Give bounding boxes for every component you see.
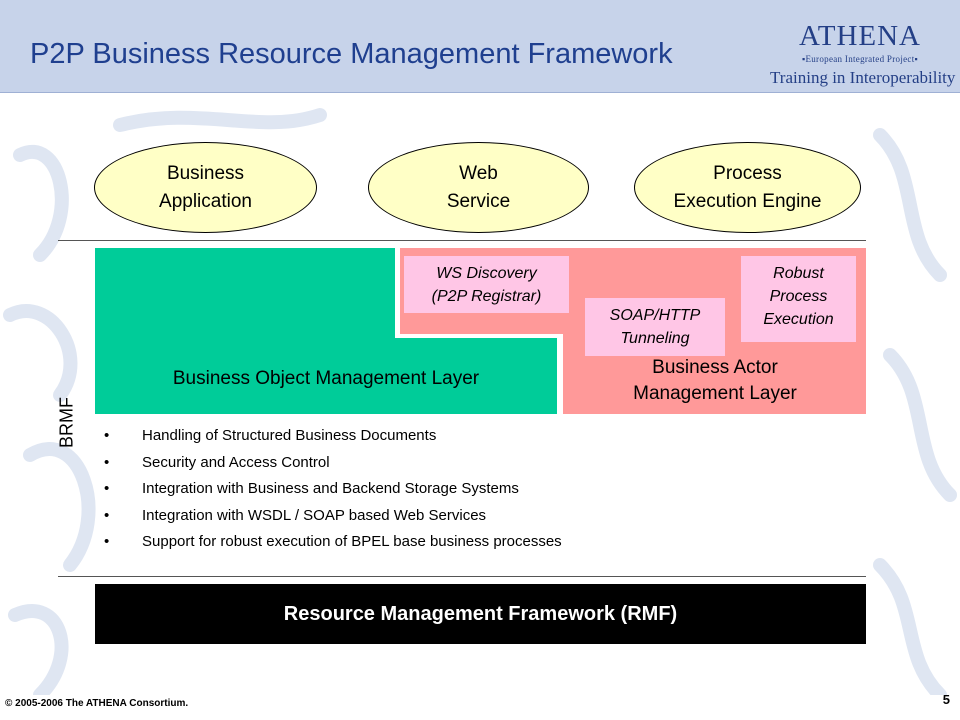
header-bar bbox=[0, 0, 960, 93]
top-divider bbox=[58, 240, 866, 241]
business-object-layer-label: Business Object Management Layer bbox=[172, 368, 480, 389]
logo-tagline: Training in Interoperability bbox=[770, 68, 956, 87]
slide-title: P2P Business Resource Management Framewo… bbox=[30, 38, 673, 70]
list-item: •Handling of Structured Business Documen… bbox=[104, 427, 437, 444]
athena-logo: ATHENA ▪European Integrated Project▪ Tra… bbox=[770, 18, 956, 92]
soap-http-tunneling-box: SOAP/HTTP Tunneling bbox=[585, 298, 725, 356]
rmf-box: Resource Management Framework (RMF) bbox=[95, 584, 866, 644]
list-item: •Security and Access Control bbox=[104, 453, 330, 471]
page-number: 5 bbox=[942, 692, 950, 707]
logo-name: ATHENA bbox=[799, 20, 921, 52]
business-object-layer bbox=[95, 248, 557, 414]
feature-list: •Handling of Structured Business Documen… bbox=[104, 423, 804, 556]
bottom-divider bbox=[58, 576, 866, 577]
web-service-oval: Web Service bbox=[368, 142, 589, 233]
business-application-oval: Business Application bbox=[94, 142, 317, 233]
logo-subtitle: ▪European Integrated Project▪ bbox=[801, 54, 919, 64]
brmf-label: BRMF bbox=[56, 397, 77, 448]
list-item: •Support for robust execution of BPEL ba… bbox=[104, 533, 562, 550]
list-item: •Integration with Business and Backend S… bbox=[104, 480, 519, 497]
ws-discovery-box: WS Discovery (P2P Registrar) bbox=[404, 256, 569, 313]
robust-process-execution-box: Robust Process Execution bbox=[741, 256, 856, 342]
process-execution-engine-oval: Process Execution Engine bbox=[634, 142, 861, 233]
list-item: •Integration with WSDL / SOAP based Web … bbox=[104, 506, 487, 524]
background-watermark bbox=[3, 108, 957, 695]
business-actor-layer-label: Business Actor Management Layer bbox=[633, 357, 797, 404]
copyright-notice: © 2005-2006 The ATHENA Consortium. bbox=[5, 698, 189, 709]
